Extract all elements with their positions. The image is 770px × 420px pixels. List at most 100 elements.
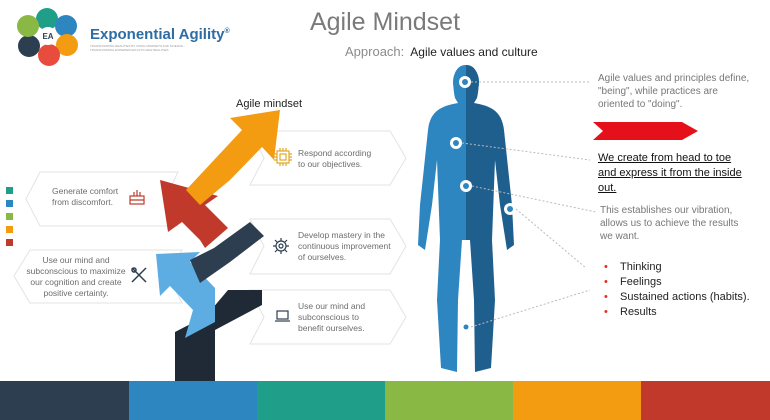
color-band [0, 381, 129, 420]
red-arrow [593, 122, 698, 140]
human-figure-right [466, 65, 514, 372]
mindset-diagram [6, 110, 407, 381]
legend-square [6, 226, 13, 233]
card-mastery [249, 218, 407, 275]
list-item-label: Thinking [620, 261, 662, 273]
foot-marker [461, 322, 471, 332]
text-line: benefit ourselves. [298, 323, 365, 333]
list-item: • Sustained actions (habits). [604, 290, 750, 305]
text-line: continuous improvement [298, 241, 391, 251]
card-mastery-text: Develop mastery in the continuous improv… [298, 230, 391, 263]
text-line: "being", while practices are [598, 86, 718, 97]
logo-petal [55, 15, 77, 37]
logo-petal [56, 34, 78, 56]
connector-line [470, 289, 591, 328]
text-line: We create from head to toe [598, 152, 732, 164]
cake-icon [129, 190, 145, 205]
gear-icon [273, 238, 289, 254]
text-line: This establishes our vibration, [600, 205, 733, 216]
color-band [513, 381, 641, 420]
list-item-label: Sustained actions (habits). [620, 291, 750, 303]
bullet-icon: • [604, 261, 608, 273]
color-band [385, 381, 513, 420]
diagram-heading: Agile mindset [236, 98, 303, 110]
logo-petal [36, 8, 58, 30]
logo-petal [18, 35, 40, 57]
text-line: allows us to achieve the results [600, 218, 739, 229]
chest-marker [450, 137, 462, 149]
page-title: Agile Mindset [309, 8, 461, 36]
human-figure-left [418, 65, 466, 372]
text-line: Use our mind and [298, 301, 366, 311]
text-line: and express it from the inside [598, 167, 742, 179]
text-line: subconscious to [298, 312, 359, 322]
card-comfort [25, 171, 179, 227]
values-note: Agile values and principles define, "bei… [598, 72, 749, 111]
list-item-label: Feelings [620, 276, 662, 288]
head-marker [459, 76, 471, 88]
color-band [257, 381, 385, 420]
logo-name-text: Exponential Agility [90, 26, 225, 43]
connector-line [461, 142, 591, 161]
text-line: from discomfort. [52, 197, 113, 207]
text-line: to our objectives. [298, 159, 363, 169]
logo-reg: ® [224, 28, 230, 35]
legend-square [6, 187, 13, 194]
connector-line [471, 185, 597, 213]
card-benefit-text: Use our mind and subconscious to benefit… [298, 301, 365, 334]
logo-center [39, 27, 57, 45]
legend-square [6, 200, 13, 207]
hand-marker [504, 203, 516, 215]
text-line: positive certainty. [43, 288, 109, 298]
legend-square [6, 213, 13, 220]
text-line: Generate comfort [52, 186, 119, 196]
list-item: • Feelings [604, 275, 750, 290]
logo-tagline: TRANSFORMING REALITIES BY USING MINDSETS… [90, 44, 185, 52]
arrow-segment-red [160, 180, 228, 248]
card-respond-text: Respond according to our objectives. [298, 148, 371, 170]
chip-icon [274, 148, 292, 166]
list-item-label: Results [620, 306, 657, 318]
list-item: • Thinking [604, 260, 750, 275]
list-item: • Results [604, 305, 750, 320]
logo-initials: EA [42, 32, 53, 41]
text-line: subconscious to maximize [26, 266, 126, 276]
text-line: Respond according [298, 148, 372, 158]
text-line: oriented to "doing". [598, 99, 683, 110]
text-line: out. [598, 182, 617, 194]
arrow-segment-navy [175, 290, 262, 381]
card-comfort-text: Generate comfort from discomfort. [52, 186, 118, 208]
text-line: our cognition and create [30, 277, 122, 287]
bullet-icon: • [604, 306, 608, 318]
text-line: Develop mastery in the [298, 230, 385, 240]
logo-flower: EA [17, 8, 78, 66]
approach-line: Approach: Agile values and culture [345, 44, 538, 59]
card-benefit [249, 289, 407, 345]
results-list: • Thinking • Feelings • Sustained actions (… [604, 260, 750, 320]
belly-marker [460, 180, 472, 192]
logo-name: Exponential Agility® [90, 26, 230, 43]
arrow-segment-steel [190, 222, 264, 283]
head-to-toe-note: We create from head to toe and express i… [598, 151, 768, 196]
card-respond [249, 130, 407, 186]
bullet-icon: • [604, 276, 608, 288]
tools-icon [131, 267, 147, 283]
text-line: Use our mind and [42, 255, 110, 265]
bullet-icon: • [604, 291, 608, 303]
text-line: we want. [600, 231, 640, 242]
arrow-segment-orange [186, 110, 280, 205]
text-line: Agile values and principles define, [598, 73, 750, 84]
human-figure-graphic [418, 65, 698, 372]
color-band [641, 381, 770, 420]
logo-petal [17, 15, 39, 37]
logo-petal [38, 44, 60, 66]
laptop-icon [275, 310, 290, 322]
approach-label: Approach: [345, 44, 405, 59]
vibration-note: This establishes our vibration, allows u… [600, 204, 738, 243]
approach-value: Agile values and culture [410, 45, 538, 59]
text-line: of ourselves. [298, 252, 347, 262]
color-band [129, 381, 257, 420]
connector-line [515, 208, 587, 269]
card-cognition [13, 249, 183, 304]
legend-square [6, 239, 13, 246]
